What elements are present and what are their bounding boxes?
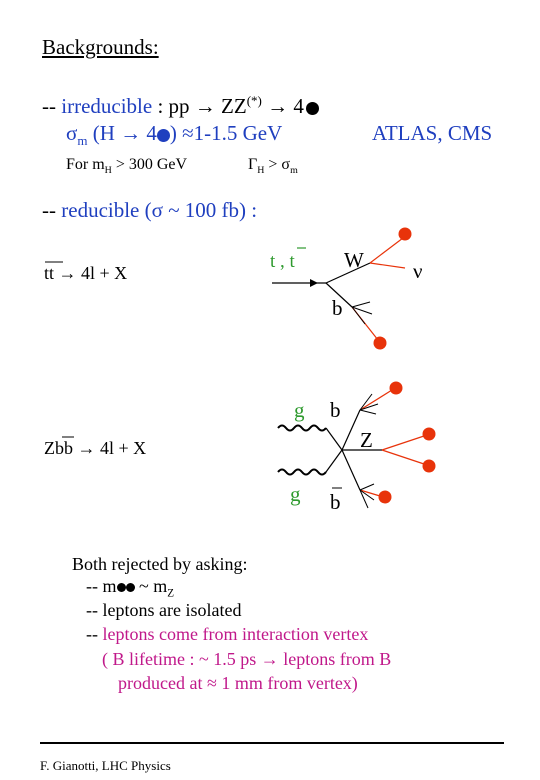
- b-quark-line: [341, 409, 361, 451]
- gamma-sub: H: [257, 165, 265, 177]
- decay-open: (H → 4: [87, 121, 157, 145]
- jet-line: [351, 306, 373, 315]
- lepton-line: [359, 389, 393, 411]
- irreducible-arrow: → 4: [261, 94, 304, 118]
- mass-prefix: -- m: [86, 576, 117, 596]
- condition-value: > 300 GeV: [111, 156, 188, 173]
- mass-suffix: ~ m: [134, 576, 168, 596]
- gamma-relation-sub: m: [290, 165, 298, 177]
- gluon-line: [277, 424, 327, 432]
- lepton-dot-icon: [156, 128, 170, 142]
- lepton-line: [381, 435, 425, 451]
- irreducible-star: (*): [246, 93, 262, 108]
- jet-line: [359, 409, 377, 415]
- lepton-dot-icon: [398, 227, 412, 241]
- gluon-top-label: g: [294, 398, 305, 422]
- jet-line: [359, 489, 375, 501]
- reducible-label: reducible (σ ~ 100 fb) :: [61, 198, 258, 222]
- rejection-item-isolated: -- leptons are isolated: [86, 600, 242, 620]
- vertex-distance-text: produced at ≈ 1 mm from vertex): [118, 673, 358, 693]
- jet-line: [359, 489, 369, 509]
- rejection-item-vertex: -- leptons come from interaction vertex: [86, 625, 368, 643]
- irreducible-label: irreducible: [61, 94, 153, 118]
- jet-line: [359, 393, 373, 411]
- jet-line: [359, 403, 379, 411]
- jet-line: [351, 306, 366, 325]
- reducible-line: -- reducible (σ ~ 100 fb) :: [42, 200, 257, 221]
- footer-author: F. Gianotti, LHC Physics: [40, 758, 171, 773]
- lepton-dot-icon: [378, 490, 392, 504]
- footer-divider: [40, 742, 504, 744]
- decay-close: ): [169, 121, 177, 145]
- jet-line: [359, 483, 375, 491]
- gluon-line: [277, 468, 327, 476]
- gamma-symbol: Γ: [248, 156, 258, 173]
- b-lifetime-text: ( B lifetime : ~ 1.5 ps → leptons from B: [102, 649, 392, 669]
- neutrino-line: [369, 262, 406, 269]
- lepton-dot-icon: [422, 459, 436, 473]
- quark-line: [325, 449, 343, 473]
- lepton-dot-icon: [305, 101, 319, 115]
- lepton-dot-icon: [373, 336, 387, 350]
- sigma-sub: m: [77, 133, 88, 149]
- resolution-value: ≈1-1.5 GeV: [176, 121, 283, 145]
- vertex-text: leptons come from interaction vertex: [102, 624, 369, 644]
- b-bottom-label: b: [330, 490, 341, 514]
- nu-label: ν: [413, 259, 423, 283]
- condition-sub: H: [104, 165, 112, 177]
- gluon-bottom-label: g: [290, 482, 301, 506]
- lepton-line: [369, 237, 404, 264]
- lepton-dot-icon: [389, 381, 403, 395]
- b-top-label: b: [330, 398, 341, 422]
- rejection-intro: Both rejected by asking:: [72, 554, 248, 574]
- irreducible-line: -- irreducible : pp → ZZ(*) → 4: [42, 94, 319, 117]
- rejection-item-mass: -- m ~ mZ: [86, 577, 174, 600]
- irreducible-prefix: --: [42, 94, 62, 118]
- arrow-icon: [310, 279, 318, 287]
- irreducible-process: : pp → ZZ: [152, 94, 247, 118]
- experiments-label: ATLAS, CMS: [372, 121, 493, 145]
- ttbar-process: tt → 4l + X: [44, 263, 128, 283]
- b-quark-line: [341, 449, 361, 491]
- mass-sub: Z: [167, 587, 175, 600]
- slide-title: Backgrounds:: [42, 35, 159, 59]
- mass-condition: For mH > 300 GeV: [66, 157, 187, 176]
- w-boson-line: [325, 262, 371, 284]
- width-condition: ΓH > σm: [248, 157, 298, 176]
- t-quark-label: t , t: [270, 251, 295, 272]
- lepton-dot-icon: [116, 583, 126, 593]
- lepton-dot-icon: [125, 583, 135, 593]
- b-label: b: [332, 296, 343, 320]
- gamma-relation: > σ: [264, 156, 291, 173]
- lepton-line: [359, 489, 381, 497]
- sigma-symbol: σ: [66, 121, 78, 145]
- mass-resolution-line: σm (H → 4) ≈1-1.5 GeV: [66, 121, 283, 149]
- b-quark-line: [325, 282, 353, 308]
- zbb-process: Zbb → 4l + X: [44, 438, 147, 458]
- lepton-dot-icon: [422, 427, 436, 441]
- quark-line: [325, 427, 343, 451]
- reducible-prefix: --: [42, 198, 62, 222]
- vertex-prefix: --: [86, 624, 103, 644]
- z-label: Z: [360, 428, 373, 452]
- condition-prefix: For m: [66, 156, 105, 173]
- jet-line: [351, 301, 371, 308]
- w-label: W: [344, 248, 364, 272]
- lepton-line: [381, 449, 425, 465]
